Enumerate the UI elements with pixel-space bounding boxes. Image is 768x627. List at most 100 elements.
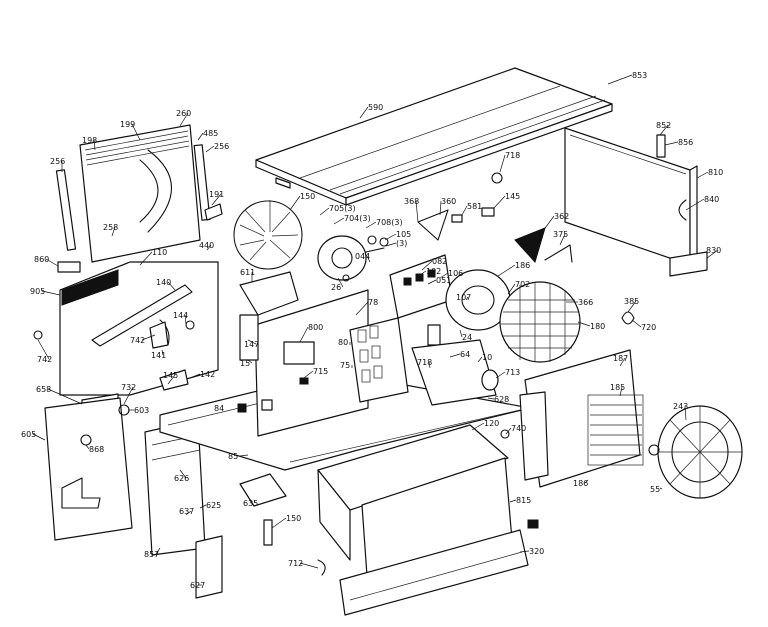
leader-line	[41, 290, 61, 296]
part-label: 905	[30, 287, 45, 296]
leader-line	[449, 353, 461, 358]
leader-line	[299, 562, 319, 569]
leader-line	[559, 233, 566, 246]
part-label: 85	[228, 452, 238, 461]
part-label: 147	[244, 340, 259, 349]
evaporator-grille	[519, 349, 644, 488]
part-label: 658	[36, 385, 51, 394]
part-label: 715	[313, 367, 328, 376]
part-label: 320	[529, 547, 544, 556]
part-label: 603	[134, 406, 149, 415]
leader-line	[319, 207, 330, 216]
part-label: 810	[708, 168, 723, 177]
part-label: 720	[641, 323, 656, 332]
leader-line	[684, 405, 687, 421]
leader-line	[619, 357, 626, 367]
leader-line	[123, 386, 134, 405]
control-board	[349, 317, 441, 403]
small-parts	[33, 172, 635, 576]
leader-line	[155, 547, 161, 555]
leader-line	[631, 319, 642, 328]
leader-line	[499, 154, 506, 173]
leader-line	[185, 510, 192, 516]
part-label: 853	[632, 71, 647, 80]
leader-line	[179, 112, 189, 127]
part-label: 360	[441, 197, 456, 206]
part-label: 635	[243, 499, 258, 508]
part-label: 191	[209, 190, 224, 199]
leader-line	[664, 141, 679, 146]
fan-shroud	[204, 200, 303, 270]
right-rear-panel	[564, 127, 708, 277]
leader-line	[359, 106, 369, 119]
leader-line	[509, 499, 517, 503]
part-label: 082	[432, 257, 447, 266]
leader-line	[179, 469, 187, 479]
part-label: 800	[308, 323, 323, 332]
part-label: 145	[505, 192, 520, 201]
part-label: 044	[355, 252, 370, 261]
part-label: 611	[240, 268, 255, 277]
part-label: 256	[214, 142, 229, 151]
part-label: 243	[673, 402, 688, 411]
part-label: 708(3)	[376, 218, 403, 227]
part-label: 145	[163, 371, 178, 380]
leader-line	[461, 205, 468, 216]
part-label: 485	[203, 129, 218, 138]
part-label: 140	[156, 278, 171, 287]
part-label: 581	[467, 202, 482, 211]
leader-line	[439, 200, 442, 216]
part-label: (3)	[396, 239, 407, 248]
part-label: 718	[505, 151, 520, 160]
part-label: 80	[338, 338, 348, 347]
part-label: 713	[505, 368, 520, 377]
leader-line	[495, 371, 506, 379]
part-label: 375	[553, 230, 568, 239]
part-label: 102	[426, 267, 441, 276]
leader-line	[167, 374, 176, 385]
top-cover	[255, 67, 613, 206]
part-label: 185	[610, 383, 625, 392]
leader-line	[607, 74, 633, 85]
part-label: 732	[121, 383, 136, 392]
leader-line	[415, 200, 419, 223]
part-label: 26	[331, 283, 341, 292]
part-label: 258	[103, 223, 118, 232]
leader-line	[239, 454, 249, 457]
leader-line	[497, 264, 516, 277]
part-label: 186	[515, 261, 530, 270]
part-label: 627	[190, 581, 205, 590]
part-label: 368	[404, 197, 419, 206]
leader-line	[355, 301, 369, 316]
part-label: 141	[151, 351, 166, 360]
part-label: 830	[706, 246, 721, 255]
leader-line	[584, 479, 589, 484]
front-panel	[317, 424, 529, 616]
leader-line	[93, 139, 96, 151]
leader-line	[139, 251, 153, 266]
motor	[317, 235, 385, 281]
part-label: 55	[650, 485, 660, 494]
leader-line	[465, 296, 469, 301]
leader-line	[253, 499, 256, 504]
capacitor-bracket	[411, 339, 499, 406]
leader-line	[303, 370, 314, 379]
leader-line	[247, 359, 253, 364]
part-label: 110	[152, 248, 167, 257]
part-label: 702	[515, 280, 530, 289]
part-label: 198	[82, 136, 97, 145]
leader-line	[384, 233, 397, 241]
part-label: 10	[482, 353, 492, 362]
part-label: 718	[417, 358, 432, 367]
part-label: 840	[704, 195, 719, 204]
part-label: 105	[396, 230, 411, 239]
leader-line	[337, 277, 344, 288]
left-front-panel	[44, 397, 133, 541]
leader-line	[487, 397, 495, 400]
leader-line	[205, 145, 215, 153]
leader-line	[141, 334, 156, 341]
part-label: 856	[678, 138, 693, 147]
part-label: 180	[590, 322, 605, 331]
leader-line	[659, 487, 663, 490]
